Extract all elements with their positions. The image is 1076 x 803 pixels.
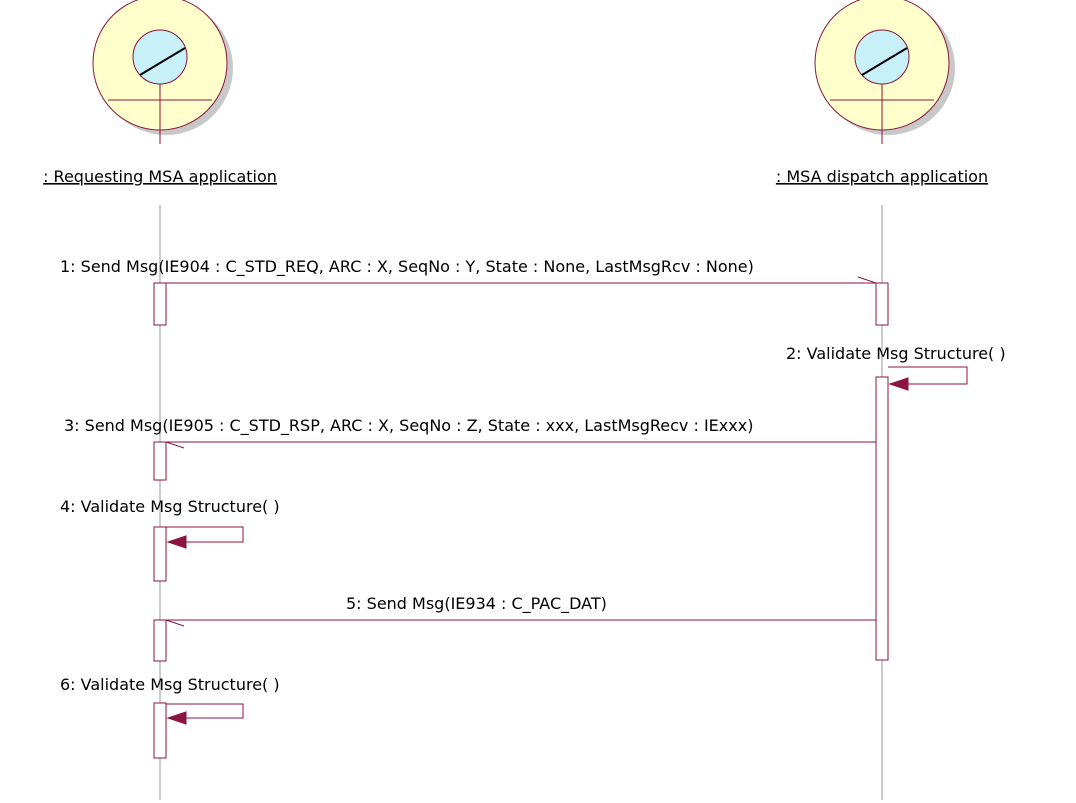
actor-icon-requesting	[92, 0, 233, 144]
message-label: 6: Validate Msg Structure( )	[60, 675, 280, 694]
lifeline-name-requesting: : Requesting MSA application	[43, 167, 277, 186]
message-6: 6: Validate Msg Structure( )	[60, 675, 280, 725]
lifeline-name-dispatch: : MSA dispatch application	[776, 167, 988, 186]
activation-bar	[153, 282, 167, 326]
message-label: 1: Send Msg(IE904 : C_STD_REQ, ARC : X, …	[60, 257, 754, 277]
activation-bar	[875, 376, 889, 661]
activation-bar	[875, 282, 889, 326]
activation-bar	[153, 441, 167, 481]
message-5: 5: Send Msg(IE934 : C_PAC_DAT)	[165, 594, 876, 627]
message-3: 3: Send Msg(IE905 : C_STD_RSP, ARC : X, …	[64, 416, 876, 449]
actor-icon-dispatch	[814, 0, 955, 144]
activation-bar	[153, 619, 167, 662]
message-label: 2: Validate Msg Structure( )	[786, 344, 1006, 363]
message-4: 4: Validate Msg Structure( )	[60, 497, 280, 549]
message-label: 3: Send Msg(IE905 : C_STD_RSP, ARC : X, …	[64, 416, 753, 436]
activation-bar	[153, 702, 167, 759]
message-1: 1: Send Msg(IE904 : C_STD_REQ, ARC : X, …	[60, 257, 877, 284]
message-2: 2: Validate Msg Structure( )	[786, 344, 1006, 391]
message-label: 5: Send Msg(IE934 : C_PAC_DAT)	[346, 594, 607, 614]
activation-bar	[153, 526, 167, 582]
message-label: 4: Validate Msg Structure( )	[60, 497, 280, 516]
